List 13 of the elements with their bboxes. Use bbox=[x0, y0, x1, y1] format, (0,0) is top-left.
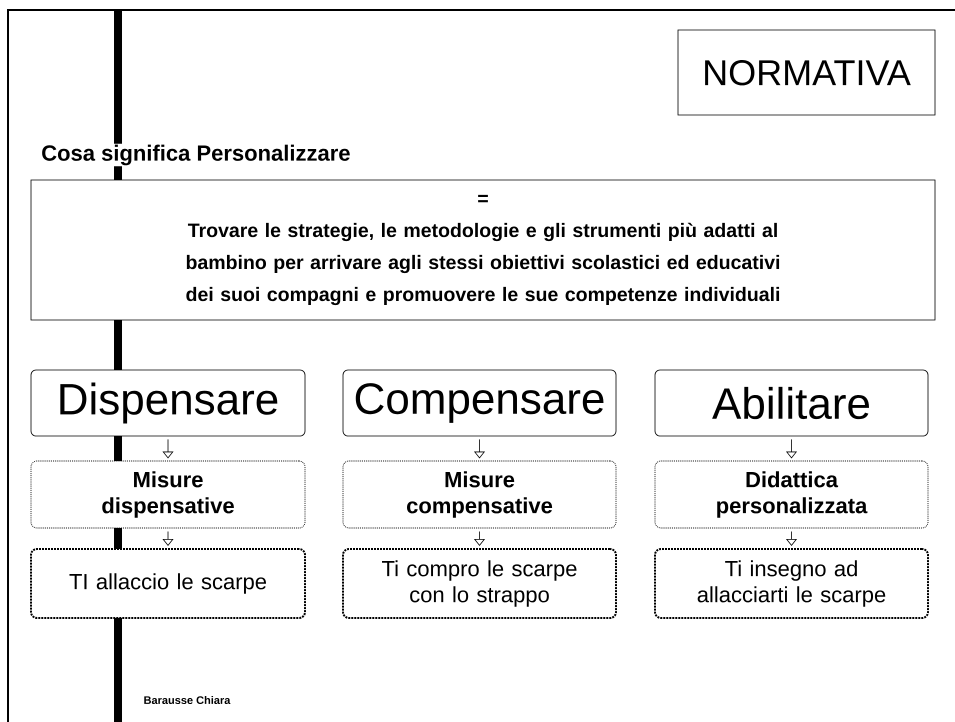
measure-box: Misure dispensative bbox=[30, 460, 306, 528]
example-box: Ti insegno ad allacciarti le scarpe bbox=[654, 548, 929, 619]
slide-title: Cosa significa Personalizzare bbox=[40, 144, 352, 166]
heading-box: NORMATIVA bbox=[678, 30, 936, 116]
concept-box: Abilitare bbox=[654, 370, 928, 436]
measure-box: Didattica personalizzata bbox=[654, 460, 928, 528]
definition-box: = Trovare le strategie, le metodologie e gli strumenti più adatti al bambino per arrivare agli stessi obiettivi scolastici ed educativi dei suoi compagni e promuovere le sue competenze individuali bbox=[30, 180, 936, 320]
author-name: Barausse Chiara bbox=[144, 696, 230, 704]
concept-box: Compensare bbox=[342, 370, 616, 436]
measure-box: Misure compensative bbox=[342, 460, 616, 528]
concept-box: Dispensare bbox=[30, 370, 306, 436]
example-box: TI allaccio le scarpe bbox=[30, 548, 306, 619]
example-box: Ti compro le scarpe con lo strappo bbox=[342, 548, 617, 619]
